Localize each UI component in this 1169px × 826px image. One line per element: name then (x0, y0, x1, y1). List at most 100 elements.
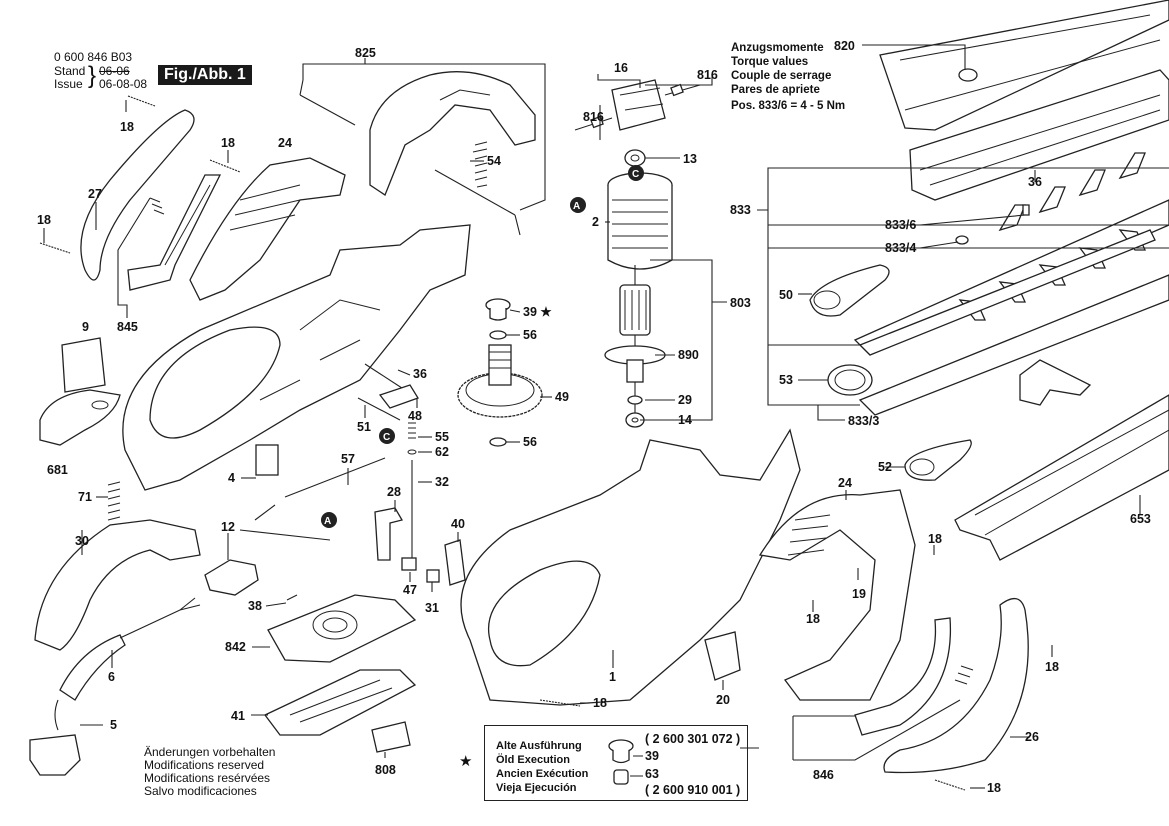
old-exec-en: Öld Execution (496, 754, 570, 766)
screw-833-6 (1022, 204, 1030, 216)
callout-16: 16 (614, 61, 628, 75)
stand-label: Stand (54, 64, 86, 78)
callout-71: 71 (78, 490, 92, 504)
callout-40: 40 (451, 517, 465, 531)
rod-57 (284, 457, 386, 498)
torque-values: Anzugsmomente Torque values Couple de se… (731, 41, 845, 113)
figure-label: Fig./Abb. 1 (158, 65, 252, 85)
spring-washer-53 (827, 364, 873, 396)
trigger-845 (127, 174, 222, 291)
callout-833: 833 (730, 203, 751, 217)
cap-681 (39, 389, 121, 446)
callout-816: 816 (583, 110, 604, 124)
callout-18: 18 (120, 120, 134, 134)
spring-55 (408, 422, 416, 439)
spring-54 (472, 141, 488, 188)
old-execution-labels: Alte Ausführung Öld Execution Ancien Exé… (496, 739, 588, 795)
callout-846: 846 (813, 768, 834, 782)
old-execution-box: Alte Ausführung Öld Execution Ancien Exé… (484, 725, 748, 801)
callout-28: 28 (387, 485, 401, 499)
callout-38: 38 (248, 599, 262, 613)
torque-line-es: Pares de apriete (731, 84, 820, 96)
torque-line-de: Anzugsmomente (731, 42, 824, 54)
old-exec-number-bottom: ( 2 600 910 001 ) (645, 783, 741, 797)
callout-47: 47 (403, 583, 417, 597)
handle-825 (299, 71, 536, 236)
callout-56: 56 (523, 435, 537, 449)
callout-2: 2 (592, 215, 599, 229)
callout-labels: 825 18 18 24 27 18 845 54 9 681 16 816 8… (37, 39, 1151, 795)
callout-845: 845 (117, 320, 138, 334)
cover-842 (267, 594, 417, 663)
notice-line-fr: Modifications resérvées (144, 771, 271, 785)
plate-833-3 (1019, 359, 1092, 406)
callout-26: 26 (1025, 730, 1039, 744)
marker-c-1: C (628, 165, 644, 181)
callout-833-6: 833/6 (885, 218, 916, 232)
housing-half-left (122, 224, 471, 491)
notice-line-de: Änderungen vorbehalten (144, 745, 276, 759)
grip-27 (80, 109, 195, 281)
label-9 (61, 337, 106, 393)
callout-51: 51 (357, 420, 371, 434)
torque-line-en: Torque values (731, 56, 809, 68)
svg-text:A: A (324, 516, 331, 527)
notice-line-es: Salvo modificaciones (144, 784, 257, 798)
callout-833-4: 833/4 (885, 241, 916, 255)
callout-18: 18 (221, 136, 235, 150)
callout-18: 18 (806, 612, 820, 626)
callout-53: 53 (779, 373, 793, 387)
cutter-blade-lower (858, 229, 1169, 416)
base-41 (264, 669, 417, 736)
screw-18-housing (539, 699, 581, 707)
old-exec-fr: Ancien Exécution (496, 768, 589, 780)
washer-52 (904, 439, 972, 481)
star-marker: ★ (459, 753, 473, 770)
callout-653: 653 (1130, 512, 1151, 526)
slider-40 (444, 539, 466, 586)
old-exec-part-39: 39 (645, 749, 659, 763)
callout-55: 55 (435, 430, 449, 444)
marker-c-2: C (379, 428, 395, 444)
bearing-13 (624, 149, 646, 167)
callout-29: 29 (678, 393, 692, 407)
callout-50: 50 (779, 288, 793, 302)
old-exec-number-top: ( 2 600 301 072 ) (645, 732, 741, 746)
svg-text:C: C (383, 432, 390, 443)
blade-washer-50 (809, 264, 890, 317)
notice-line-en: Modifications reserved (144, 758, 265, 772)
callout-808: 808 (375, 763, 396, 777)
washer-56-upper (489, 330, 507, 340)
cord-6 (54, 597, 201, 731)
callout-24: 24 (838, 476, 852, 490)
field-coil-2 (607, 172, 673, 270)
callout-30: 30 (75, 534, 89, 548)
callout-842: 842 (225, 640, 246, 654)
callout-12: 12 (221, 520, 235, 534)
leader-lines (43, 44, 1169, 789)
plate-48 (378, 384, 419, 409)
callout-19: 19 (852, 587, 866, 601)
bushing-icons (608, 739, 643, 785)
old-exec-part-63: 63 (645, 767, 659, 781)
callout-41: 41 (231, 709, 245, 723)
callout-18: 18 (987, 781, 1001, 795)
bracket-12 (204, 559, 259, 596)
blade-guard-653 (954, 394, 1169, 561)
callout-27: 27 (88, 187, 102, 201)
issue-label: Issue (54, 77, 83, 91)
marker-a-2: A (321, 512, 337, 528)
pin-51 (357, 397, 401, 421)
callout-36: 36 (413, 367, 427, 381)
callout-13: 13 (683, 152, 697, 166)
plug-5 (29, 734, 81, 776)
label-20 (704, 631, 741, 681)
torque-line-fr: Couple de serrage (731, 70, 832, 82)
bracket-28 (374, 507, 403, 561)
svg-text:C: C (632, 169, 639, 180)
wiring (239, 504, 331, 541)
callout-14: 14 (678, 413, 692, 427)
callout-18: 18 (928, 532, 942, 546)
callout-36: 36 (1028, 175, 1042, 189)
